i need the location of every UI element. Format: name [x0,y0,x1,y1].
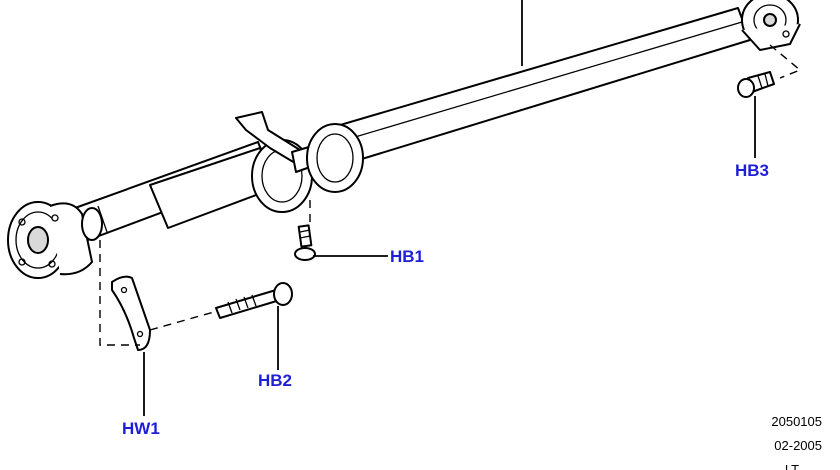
bolt-hb3 [737,71,775,98]
heat-shield-hw1 [111,275,151,351]
front-coupling [7,201,103,279]
callout-hb3: HB3 [735,161,769,180]
assembly-lines [99,44,802,346]
callout-hw1: HW1 [122,419,160,438]
callout-hb2: HB2 [258,371,292,390]
bolt-hb1 [294,224,316,261]
footer-ref: 2050105 [771,414,822,429]
callout-hb1: HB1 [390,247,424,266]
propeller-shaft [74,0,751,241]
bolt-hb2 [215,282,293,319]
rear-coupling [741,0,801,51]
centre-bearing [235,111,364,213]
footer-date: 02-2005 [774,438,822,453]
leader-lines [143,96,756,416]
footer-code: LT [785,462,799,470]
